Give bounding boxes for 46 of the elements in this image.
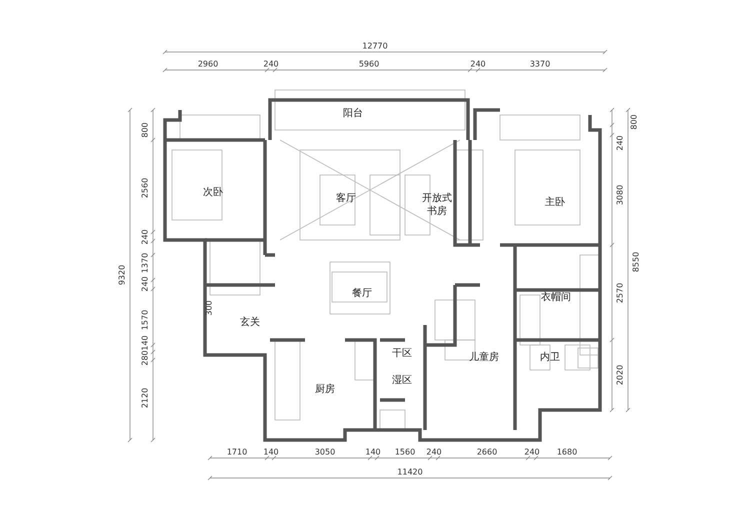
room-label: 儿童房	[469, 350, 499, 364]
dimension-label: 240	[263, 60, 279, 68]
dimension-label: 2660	[476, 448, 498, 456]
dimension-label: 240	[140, 229, 150, 245]
dimension-label: 240	[140, 276, 150, 292]
dimension-label: 240	[426, 448, 442, 456]
dimension-label: 2120	[140, 388, 150, 408]
room-label: 玄关	[240, 315, 260, 329]
room-label: 主卧	[545, 195, 565, 209]
dimension-label: 240	[470, 60, 486, 68]
dimension-label: 140	[263, 448, 279, 456]
dimension-label: 8550	[632, 252, 640, 272]
dimension-label: 280	[140, 350, 150, 366]
dimension-label: 2560	[140, 178, 150, 198]
room-label: 开放式书房	[421, 192, 453, 218]
room-label: 干区	[392, 346, 412, 360]
dimension-label: 800	[630, 114, 638, 130]
dimension-label: 3370	[530, 60, 550, 68]
dimension-label: 3080	[616, 184, 624, 206]
room-label: 湿区	[392, 373, 412, 387]
dimension-label: 3050	[314, 448, 336, 456]
dimension-label: 1680	[556, 448, 578, 456]
dimension-label: 300	[204, 300, 214, 316]
room-label: 衣帽间	[541, 290, 571, 304]
room-label: 客厅	[336, 191, 356, 205]
dimension-label: 5960	[358, 60, 380, 68]
room-label: 厨房	[315, 382, 335, 396]
dimension-label: 1370	[140, 252, 150, 274]
dimension-label: 140	[365, 448, 381, 456]
dimension-label: 800	[140, 122, 150, 138]
dimension-label: 1570	[140, 310, 150, 330]
dimension-label: 2570	[616, 282, 624, 304]
dimension-label: 240	[616, 135, 624, 151]
room-label: 内卫	[540, 350, 560, 364]
room-label: 次卧	[203, 185, 223, 199]
dimension-label: 9320	[118, 264, 126, 286]
room-label: 阳台	[343, 106, 363, 120]
dimension-label: 140	[140, 335, 150, 351]
dimension-label: 12770	[362, 42, 388, 50]
dimension-label: 1560	[394, 448, 416, 456]
room-label: 餐厅	[352, 286, 372, 300]
dimension-label: 240	[524, 448, 540, 456]
dimension-label: 2960	[198, 60, 218, 68]
dimension-label: 11420	[397, 468, 423, 476]
dimension-label: 1710	[226, 448, 248, 456]
dimension-label: 2020	[616, 364, 624, 386]
